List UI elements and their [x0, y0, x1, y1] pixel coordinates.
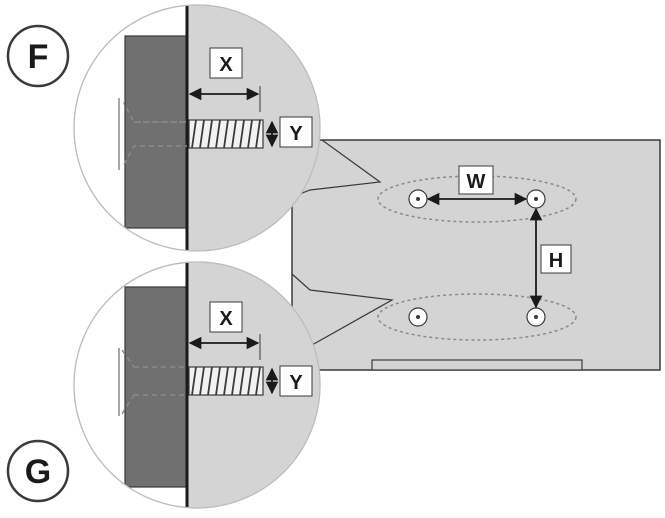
depth-label-top: X — [219, 54, 233, 76]
screw-thread — [188, 366, 264, 396]
width-label: W — [467, 171, 486, 193]
height-label: H — [549, 250, 563, 272]
screw-hidden-outline — [121, 99, 187, 169]
height-label-box — [540, 244, 572, 274]
diameter-label-bottom: Y — [289, 372, 303, 394]
mounting-hole — [526, 189, 546, 209]
wall-bracket — [124, 286, 188, 488]
badge-g: G — [6, 439, 70, 503]
width-label-box — [458, 165, 494, 195]
tv-stand-slot — [371, 359, 583, 371]
leader-line-bottom — [291, 273, 394, 346]
tv-panel: W H — [291, 139, 661, 371]
callout-top: X Y — [73, 4, 321, 252]
top-holes-ellipse — [377, 175, 577, 223]
callout-letter-top: F — [28, 38, 49, 76]
bottom-holes-ellipse — [377, 293, 577, 341]
depth-label-bottom: X — [219, 308, 233, 330]
callout-letter-bottom: G — [25, 453, 51, 491]
badge-f: F — [6, 24, 70, 88]
diameter-label-top: Y — [289, 123, 303, 145]
mounting-hole — [408, 189, 428, 209]
mounting-hole — [526, 307, 546, 327]
screw-thread — [188, 119, 264, 149]
wall-bracket — [124, 35, 188, 229]
mounting-hole — [408, 307, 428, 327]
tv-panel-body — [291, 139, 661, 371]
